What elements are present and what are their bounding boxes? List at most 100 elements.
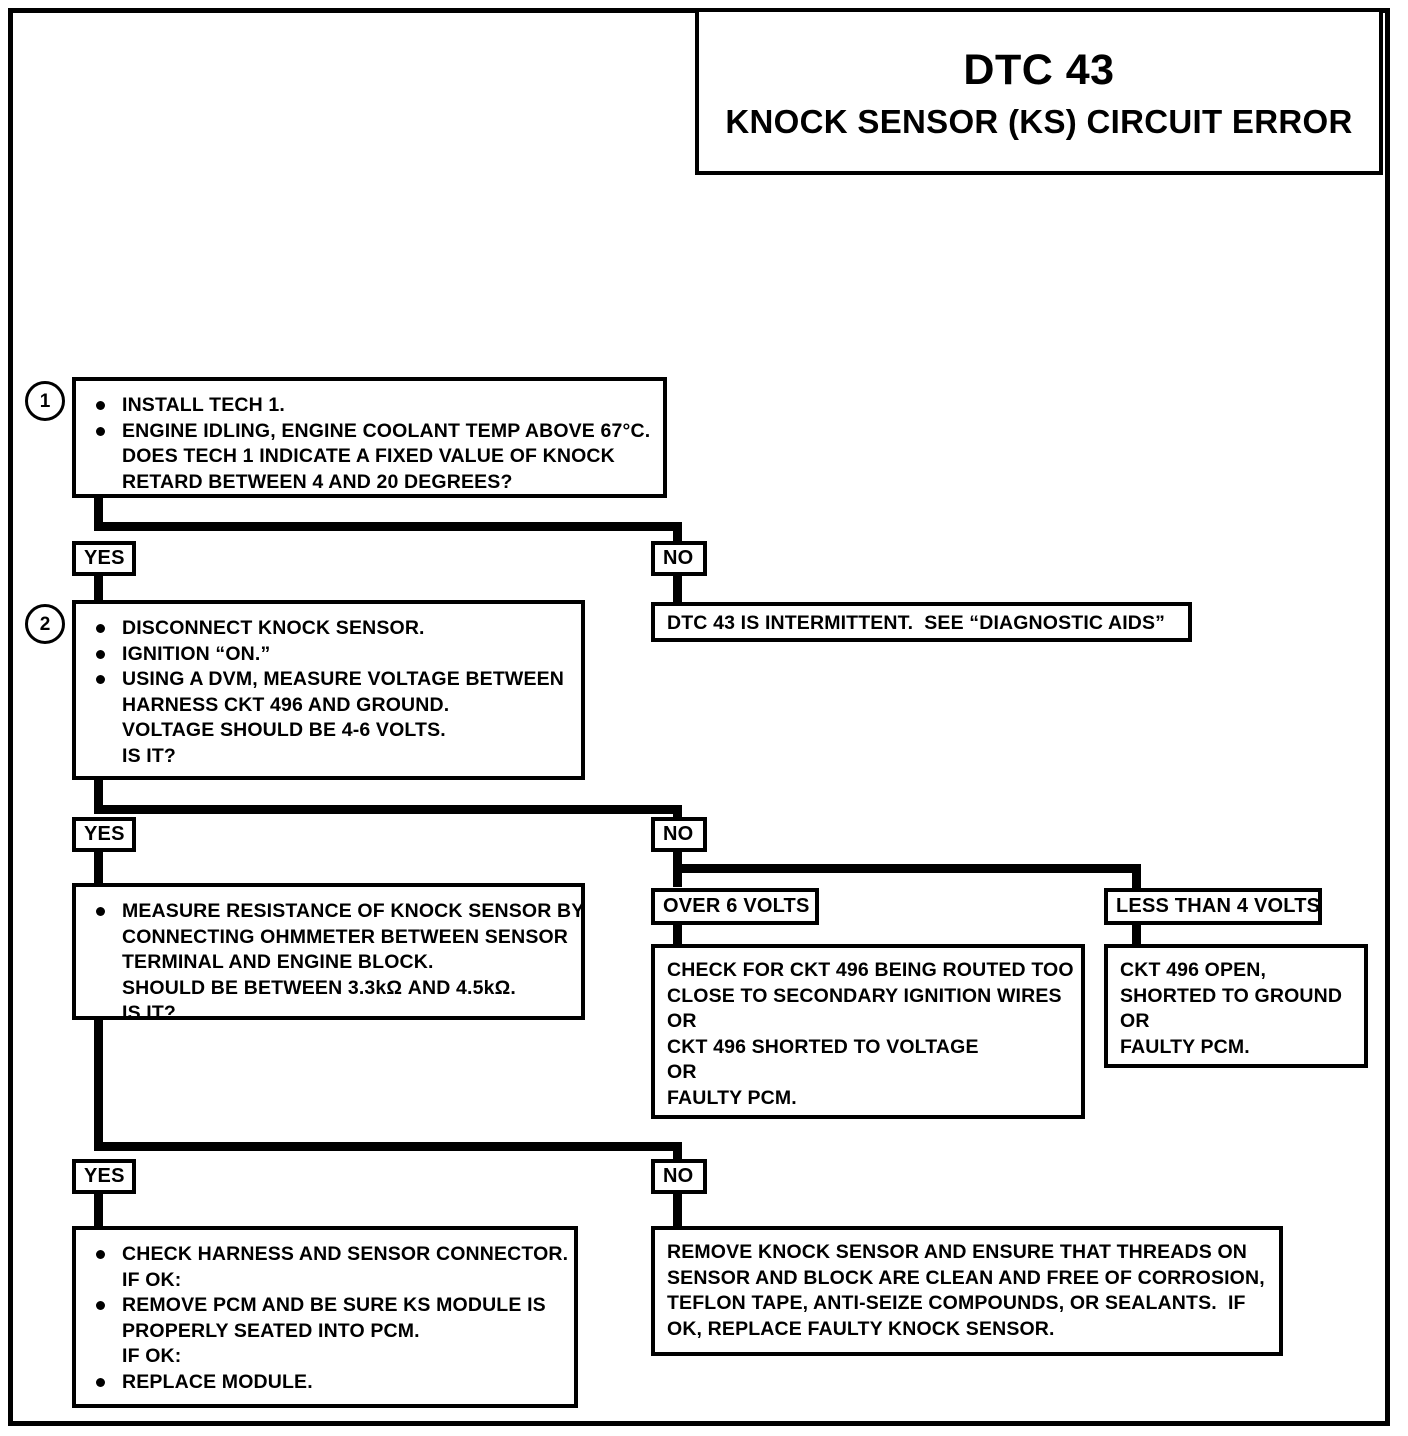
step-3-box: MEASURE RESISTANCE OF KNOCK SENSOR BY CO… [72, 883, 585, 1024]
resistance-bad-line: REMOVE KNOCK SENSOR AND ENSURE THAT THRE… [667, 1241, 1248, 1263]
connector-less4-to-result [1132, 920, 1141, 948]
bullet-icon [96, 426, 105, 436]
branch-over-6-volts: OVER 6 VOLTS [651, 888, 819, 925]
connector-step2-down [94, 780, 103, 812]
bullet-icon [96, 649, 105, 659]
resistance-bad-line: TEFLON TAPE, ANTI-SEIZE COMPOUNDS, OR SE… [667, 1292, 1246, 1314]
bullet-spacer [96, 1352, 105, 1361]
branch-no-step1: NO [651, 541, 707, 576]
connector-step1-down [94, 498, 103, 530]
connector-step3-down [94, 1020, 103, 1150]
connector-step3-bar [94, 1142, 682, 1151]
step-3-line: MEASURE RESISTANCE OF KNOCK SENSOR BY [88, 899, 584, 925]
dtc-code: DTC 43 [963, 45, 1115, 94]
branch-less-than-4-volts: LESS THAN 4 VOLTS [1104, 888, 1322, 925]
branch-yes-step1-label: YES [84, 547, 125, 569]
branch-no-step3: NO [651, 1159, 707, 1194]
branch-no-step3-label: NO [663, 1165, 694, 1187]
step-number-2: 2 [25, 604, 65, 644]
resistance-ok-line: IF OK: [88, 1268, 564, 1294]
connector-step1-bar [94, 522, 682, 531]
bullet-icon [96, 624, 105, 633]
step-1-line: DOES TECH 1 INDICATE A FIXED VALUE OF KN… [88, 444, 653, 470]
connector-no1-to-intermittent [673, 572, 682, 602]
connector-no3-to-result [673, 1190, 682, 1226]
bullet-spacer [96, 958, 105, 967]
bullet-spacer [96, 984, 105, 993]
resistance-ok-line: REMOVE PCM AND BE SURE KS MODULE IS [88, 1293, 564, 1319]
bullet-spacer [96, 1009, 105, 1018]
over-6-volts-result-line: CKT 496 SHORTED TO VOLTAGE [667, 1035, 979, 1058]
less-than-4-volts-result-line: CKT 496 OPEN, [1120, 959, 1267, 981]
bullet-icon [96, 1250, 105, 1259]
bullet-spacer [96, 726, 105, 735]
step-2-line: DISCONNECT KNOCK SENSOR. [88, 616, 571, 642]
connector-step3-no-down [673, 1142, 682, 1164]
over-6-volts-result-line: CLOSE TO SECONDARY IGNITION WIRES [667, 984, 1062, 1007]
branch-no-step1-label: NO [663, 547, 694, 569]
title-block: DTC 43 KNOCK SENSOR (KS) CIRCUIT ERROR [695, 8, 1383, 175]
connector-less4-down [1132, 864, 1141, 890]
step-3-line: TERMINAL AND ENGINE BLOCK. [88, 950, 571, 976]
bullet-icon [96, 1301, 105, 1310]
connector-step2-bar [94, 805, 682, 814]
resistance-ok-line: REPLACE MODULE. [88, 1370, 564, 1396]
step-2-box: DISCONNECT KNOCK SENSOR. IGNITION “ON.” … [72, 600, 585, 780]
less-than-4-volts-result-line: SHORTED TO GROUND [1120, 984, 1343, 1007]
over-6-volts-result-line: OR [667, 1061, 697, 1083]
bullet-spacer [96, 933, 105, 942]
branch-yes-step2-label: YES [84, 823, 125, 845]
bullet-spacer [96, 1276, 105, 1285]
intermittent-result-box: DTC 43 IS INTERMITTENT. SEE “DIAGNOSTIC … [651, 602, 1192, 642]
resistance-bad-result-box: REMOVE KNOCK SENSOR AND ENSURE THAT THRE… [651, 1226, 1283, 1356]
branch-no-step2: NO [651, 817, 707, 852]
over-6-volts-result-line: FAULTY PCM. [667, 1086, 797, 1109]
bullet-spacer [96, 452, 105, 461]
over-6-volts-result-box: CHECK FOR CKT 496 BEING ROUTED TOO CLOSE… [651, 944, 1085, 1119]
bullet-spacer [96, 478, 105, 487]
resistance-bad-line: SENSOR AND BLOCK ARE CLEAN AND FREE OF C… [667, 1266, 1265, 1289]
intermittent-result-line: DTC 43 IS INTERMITTENT. SEE “DIAGNOSTIC … [667, 612, 1166, 634]
branch-less-than-4-volts-label: LESS THAN 4 VOLTS [1116, 895, 1321, 917]
connector-yes2-to-step3 [94, 849, 103, 883]
step-3-line: SHOULD BE BETWEEN 3.3kΩ AND 4.5kΩ. [88, 976, 571, 1002]
bullet-spacer [96, 752, 105, 761]
branch-yes-step1: YES [72, 541, 136, 576]
resistance-ok-result-box: CHECK HARNESS AND SENSOR CONNECTOR. IF O… [72, 1226, 578, 1408]
bullet-spacer [96, 1327, 105, 1336]
dtc-subject: KNOCK SENSOR (KS) CIRCUIT ERROR [725, 102, 1353, 140]
connector-over6-to-result [673, 920, 682, 948]
resistance-ok-line: IF OK: [88, 1344, 564, 1370]
bullet-icon [96, 1377, 105, 1387]
step-3-line: IS IT? [88, 1001, 571, 1027]
step-2-line: IGNITION “ON.” [88, 642, 571, 668]
step-2-line: USING A DVM, MEASURE VOLTAGE BETWEEN [88, 667, 571, 693]
less-than-4-volts-result-line: FAULTY PCM. [1120, 1035, 1250, 1058]
step-1-line: INSTALL TECH 1. [88, 393, 653, 419]
branch-yes-step2: YES [72, 817, 136, 852]
over-6-volts-result-line: OR [667, 1010, 697, 1032]
resistance-bad-line: OK, REPLACE FAULTY KNOCK SENSOR. [667, 1317, 1055, 1340]
step-number-1-label: 1 [39, 390, 51, 412]
connector-volts-bar [673, 864, 1141, 873]
less-than-4-volts-result-line: OR [1120, 1010, 1150, 1032]
connector-yes3-to-result [94, 1190, 103, 1226]
step-1-box: INSTALL TECH 1. ENGINE IDLING, ENGINE CO… [72, 377, 667, 498]
over-6-volts-result-line: CHECK FOR CKT 496 BEING ROUTED TOO [667, 959, 1074, 981]
step-number-1: 1 [25, 381, 65, 421]
less-than-4-volts-result-box: CKT 496 OPEN, SHORTED TO GROUND OR FAULT… [1104, 944, 1368, 1068]
step-2-line: HARNESS CKT 496 AND GROUND. [88, 693, 571, 719]
step-3-line: CONNECTING OHMMETER BETWEEN SENSOR [88, 925, 571, 951]
branch-over-6-volts-label: OVER 6 VOLTS [663, 895, 810, 917]
step-2-line: VOLTAGE SHOULD BE 4-6 VOLTS. [88, 718, 571, 744]
resistance-ok-line: PROPERLY SEATED INTO PCM. [88, 1319, 564, 1345]
step-number-2-label: 2 [39, 613, 51, 635]
step-1-line: RETARD BETWEEN 4 AND 20 DEGREES? [88, 470, 653, 496]
connector-yes1-to-step2 [94, 572, 103, 602]
connector-step2-no-down [673, 805, 682, 825]
step-2-line: IS IT? [88, 744, 571, 770]
step-1-line: ENGINE IDLING, ENGINE COOLANT TEMP ABOVE… [88, 419, 653, 445]
connector-step1-no-down [673, 522, 682, 548]
bullet-spacer [96, 701, 105, 710]
